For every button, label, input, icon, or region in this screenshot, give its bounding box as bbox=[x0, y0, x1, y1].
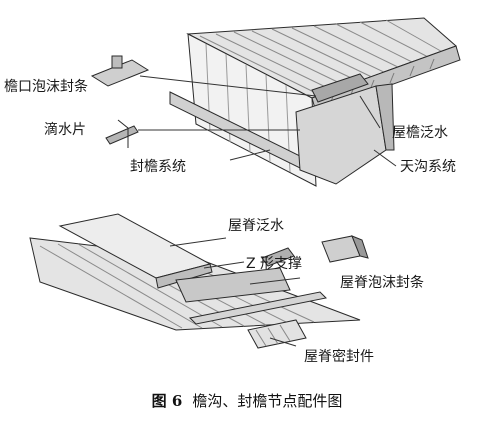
ridge-foam-part bbox=[321, 235, 369, 263]
label-eave-system: 封檐系统 bbox=[130, 159, 186, 175]
label-z-support: Z 形支撑 bbox=[246, 256, 303, 272]
ridge-purlin bbox=[188, 291, 328, 325]
caption-title: 檐沟、封檐节点配件图 bbox=[192, 392, 343, 410]
label-ridge-flashing: 屋脊泛水 bbox=[228, 218, 284, 234]
label-ridge-seal: 屋脊密封件 bbox=[304, 349, 374, 365]
roof-corrugations bbox=[199, 19, 447, 97]
label-drip-piece: 滴水片 bbox=[44, 122, 86, 138]
top-detail bbox=[90, 17, 461, 187]
caption-number: 图 6 bbox=[151, 392, 183, 410]
top-leaders bbox=[138, 75, 397, 167]
ridge-cap-side bbox=[155, 263, 213, 289]
ridge-flashing-part bbox=[261, 247, 295, 267]
label-roof-eave-flashing: 屋檐泛水 bbox=[392, 125, 448, 141]
figure-caption: 图 6 檐沟、封檐节点配件图 bbox=[0, 394, 494, 409]
eave-flashing-piece bbox=[311, 73, 369, 103]
gutter-trough bbox=[295, 85, 387, 185]
eave-foam-strip-part bbox=[90, 55, 150, 87]
label-ridge-foam-strip: 屋脊泡沫封条 bbox=[340, 275, 424, 291]
drip-piece-part bbox=[105, 119, 139, 148]
gutter-lip bbox=[375, 83, 395, 151]
bottom-leaders bbox=[169, 237, 301, 347]
ridge-seal-part bbox=[247, 319, 307, 349]
label-gutter-system: 天沟系统 bbox=[400, 159, 456, 175]
label-eave-foam-strip: 檐口泡沫封条 bbox=[4, 79, 88, 95]
bottom-detail bbox=[29, 213, 369, 349]
ridge-insulation bbox=[175, 267, 291, 303]
